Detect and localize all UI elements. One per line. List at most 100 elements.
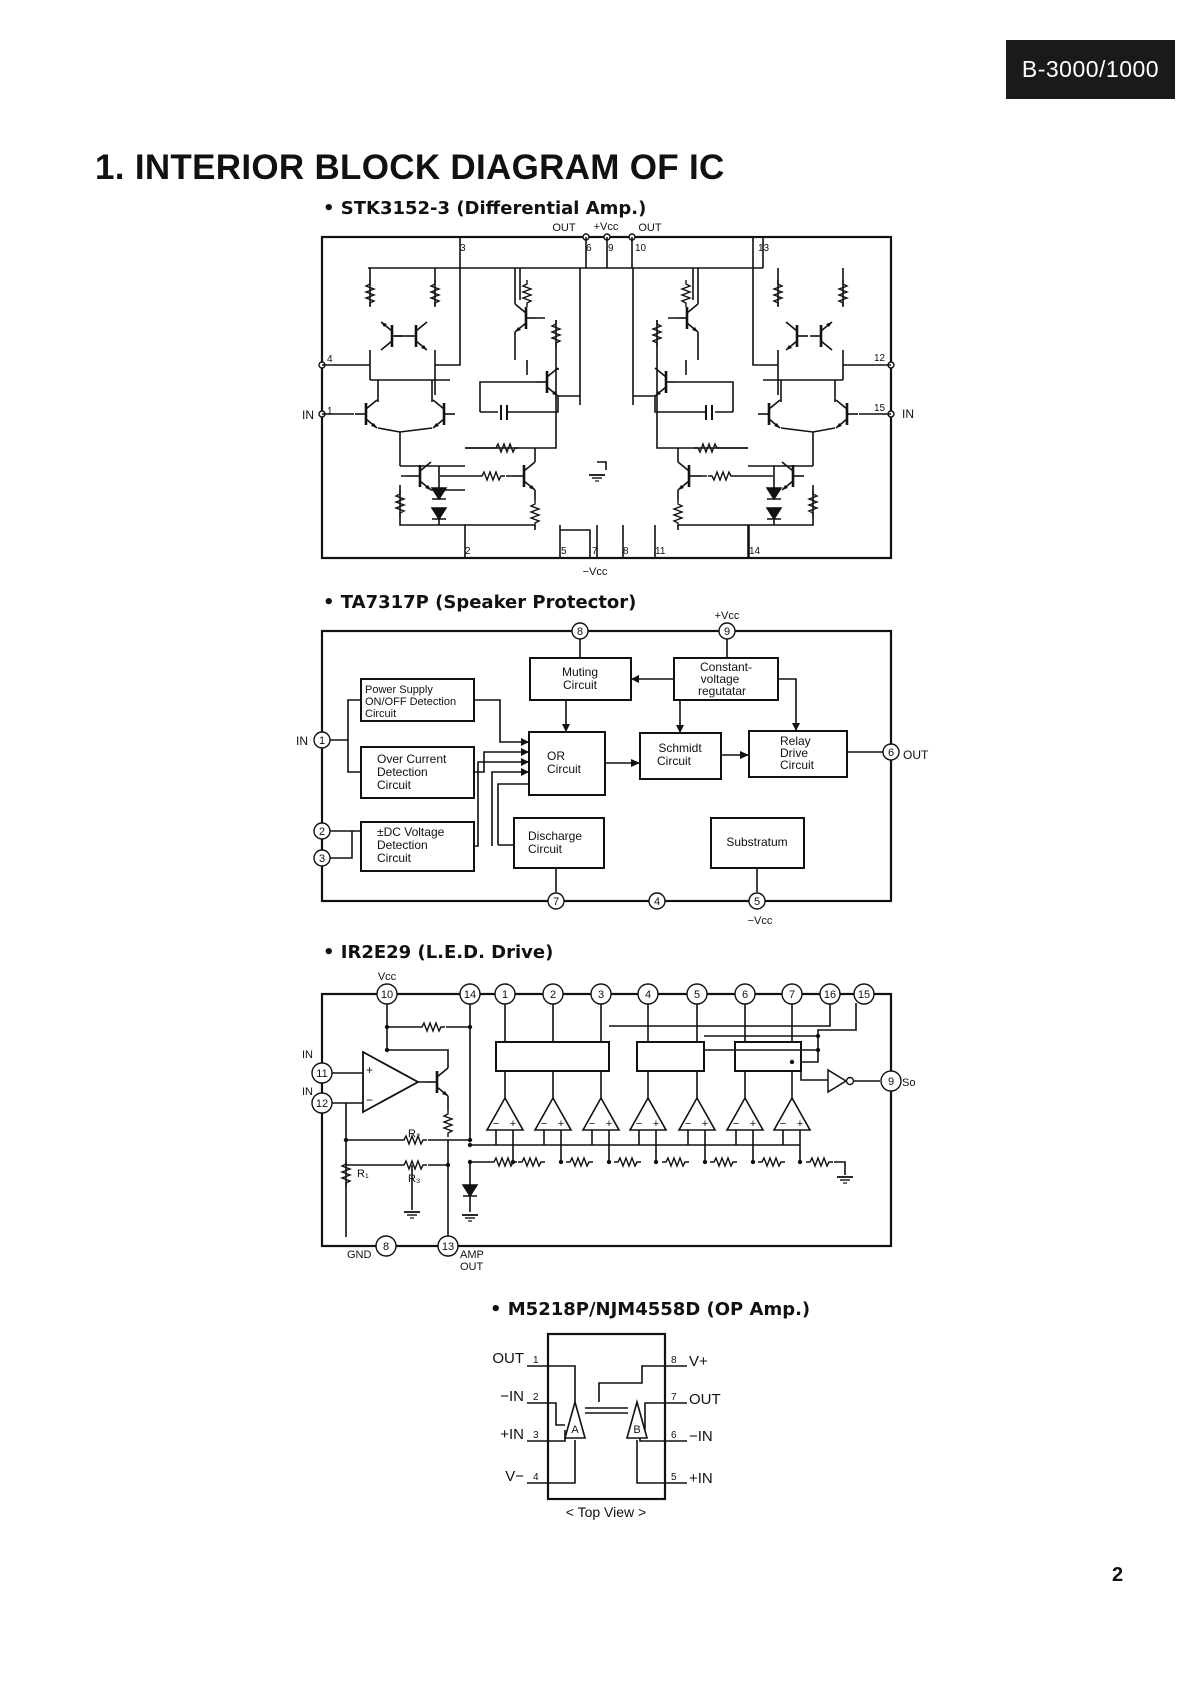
op-pin-8: 8 (671, 1355, 677, 1366)
ta-pin-9: 9 (724, 626, 730, 638)
stk-pin-9: 9 (608, 243, 614, 254)
ta-power-supply-line-1: Power Supply (365, 684, 433, 696)
ir2e29-diagram: Vcc IN IN So GND AMP OUT R₁ R₂ R₃ + − (302, 971, 915, 1273)
ta7317p-diagram: +Vcc −Vcc IN OUT Power Supply ON/OFF Det… (296, 610, 929, 927)
ta-relay-line-2: Drive (780, 746, 808, 760)
ta-pin-7: 7 (553, 896, 559, 908)
op-pin-1: 1 (533, 1355, 539, 1366)
ta-schmidt-line-1: Schmidt (658, 741, 702, 755)
stk-pin-4: 4 (327, 354, 333, 365)
op-pin-2: 2 (533, 1392, 539, 1403)
ir-pin-9: 9 (888, 1076, 894, 1088)
ir-pin-10: 10 (381, 989, 393, 1001)
ir-r1-label: R₁ (357, 1168, 369, 1180)
ta-muting-block (529, 657, 632, 701)
model-badge: B-3000/1000 (1006, 40, 1175, 99)
ta-relay-drive-block (748, 730, 848, 778)
ir-vcc-label: Vcc (378, 971, 397, 983)
m5218p-caption: • M5218P/NJM4558D (OP Amp.) (490, 1299, 811, 1320)
ir-pin-11: 11 (316, 1068, 327, 1080)
ir-decoder-1 (495, 1041, 610, 1072)
ta-dc-voltage-line-3: Circuit (377, 851, 412, 865)
ir-input-opamp (362, 1050, 420, 1114)
ta-or-line-2: Circuit (547, 762, 582, 776)
ta-pin-1: 1 (319, 735, 325, 747)
m5218p-diagram: A B 1 2 3 4 5 6 7 8 OUT −IN +IN V− V+ OU… (492, 1332, 721, 1520)
ta-or-line-1: OR (547, 749, 565, 763)
model-number: B-3000/1000 (1021, 56, 1160, 82)
ta-dc-voltage-line-1: ±DC Voltage (377, 825, 445, 839)
ir-gnd-label: GND (347, 1249, 372, 1261)
op-out-left-label: OUT (492, 1350, 524, 1367)
stk-pin-7: 7 (592, 546, 598, 557)
ir-in-bottom-label: IN (302, 1086, 313, 1098)
stk-pin-6: 6 (586, 243, 592, 254)
ta-dc-voltage-block (360, 821, 475, 872)
stk-pin-10: 10 (635, 243, 647, 254)
ir-pin-14: 14 (464, 989, 476, 1001)
ta-discharge-line-2: Circuit (528, 842, 563, 856)
stk3152-frame (320, 235, 893, 560)
ta-over-current-line-2: Detection (377, 765, 428, 779)
ta-muting-line-2: Circuit (563, 678, 598, 692)
stk-pin-12: 12 (874, 353, 886, 364)
stk-out-left-label: OUT (552, 222, 576, 234)
m5218p-package (546, 1332, 667, 1501)
ir-amp-label: AMP (460, 1249, 484, 1261)
op-pin-4: 4 (533, 1472, 539, 1483)
stk-pin-15: 15 (874, 403, 886, 414)
ta-pin-4: 4 (654, 896, 660, 908)
ir-pin-15: 15 (858, 989, 870, 1001)
ir-r3-label: R₃ (408, 1173, 420, 1185)
op-pin-5: 5 (671, 1472, 677, 1483)
ta-vcc-pos-label: +Vcc (715, 610, 740, 622)
ta7317p-frame (320, 629, 893, 903)
ir-pin-5: 5 (694, 989, 700, 1001)
ta-constant-voltage-line-2: voltage (701, 672, 740, 686)
ta-in-label: IN (296, 734, 308, 748)
stk-out-right-label: OUT (638, 222, 662, 234)
ta-or-block (528, 731, 606, 796)
page-title: 1. INTERIOR BLOCK DIAGRAM OF IC (95, 148, 725, 187)
stk3152-diagram: OUT +Vcc OUT −Vcc IN IN 1 2 3 4 5 6 7 8 … (302, 221, 914, 578)
ta-constant-voltage-line-3: regutatar (698, 684, 746, 698)
ir-pin-16: 16 (824, 989, 836, 1001)
ir2e29-caption: • IR2E29 (L.E.D. Drive) (323, 942, 554, 963)
ir-so-label: So (902, 1077, 915, 1089)
op-in-plus-right-label: +IN (689, 1470, 713, 1487)
ir-pin-1: 1 (502, 989, 508, 1001)
stk-vcc-neg-label: −Vcc (583, 566, 608, 578)
stk-pin-1: 1 (327, 406, 333, 417)
ta-relay-line-1: Relay (780, 734, 811, 748)
op-in-minus-right-label: −IN (689, 1428, 713, 1445)
op-pin-3: 3 (533, 1430, 539, 1441)
ta-constant-voltage-line-1: Constant- (700, 660, 752, 674)
ir-amp-out-label: OUT (460, 1261, 484, 1273)
page-number: 2 (1112, 1564, 1124, 1586)
ta-substratum-line-1: Substratum (726, 835, 787, 849)
stk-pin-11: 11 (655, 546, 666, 557)
ir-opamp-minus: − (366, 1093, 373, 1107)
stk-pin-14: 14 (749, 546, 761, 557)
ta-power-supply-line-3: Circuit (365, 708, 396, 720)
op-top-view-label: < Top View > (566, 1504, 646, 1520)
ir-pin-8: 8 (383, 1241, 389, 1253)
stk-in-left-label: IN (302, 408, 314, 422)
stk-vcc-pos-label: +Vcc (594, 221, 619, 233)
op-v-plus-label: V+ (689, 1353, 708, 1370)
op-pin-6: 6 (671, 1430, 677, 1441)
ta-substratum-block (710, 817, 805, 869)
ta-pin-8: 8 (577, 626, 583, 638)
ta7317p-caption: • TA7317P (Speaker Protector) (323, 592, 637, 613)
ta-power-supply-block (360, 678, 475, 722)
ir-opamp-plus: + (366, 1063, 373, 1077)
op-out-right-label: OUT (689, 1391, 721, 1408)
ta-relay-line-3: Circuit (780, 758, 815, 772)
ta-discharge-line-1: Discharge (528, 829, 582, 843)
ta-power-supply-line-2: ON/OFF Detection (365, 696, 456, 708)
ta-muting-line-1: Muting (562, 665, 598, 679)
ir-pin-7: 7 (789, 989, 795, 1001)
ta-over-current-line-1: Over Current (377, 752, 447, 766)
stk-pin-2: 2 (465, 546, 471, 557)
